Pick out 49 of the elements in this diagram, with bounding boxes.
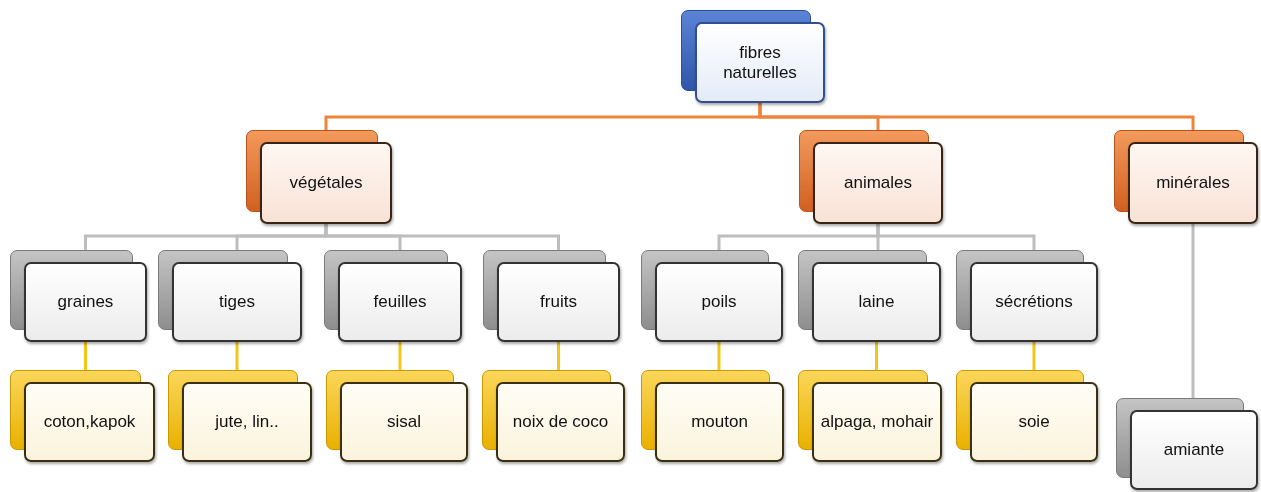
- node-label: végétales: [289, 173, 363, 193]
- stacked-box: [1114, 130, 1258, 224]
- node-label: minérales: [1156, 173, 1230, 193]
- node-label: sécrétions: [995, 292, 1073, 312]
- stacked-box: [798, 250, 941, 342]
- node-label: fibres naturelles: [722, 42, 798, 83]
- node-label: feuilles: [373, 292, 427, 312]
- node-label: graines: [57, 292, 114, 312]
- node-label: poils: [701, 292, 737, 312]
- connector-line: [876, 224, 1036, 250]
- node-label: laine: [858, 292, 895, 312]
- connector-line: [235, 342, 239, 370]
- stacked-box: [10, 250, 147, 342]
- stacked-box: [10, 370, 155, 462]
- stacked-box: [799, 130, 943, 224]
- stacked-box: [956, 370, 1098, 462]
- stacked-box: [168, 370, 312, 462]
- stacked-box: [956, 250, 1098, 342]
- node-label: animales: [843, 173, 912, 193]
- connector-line: [758, 103, 1195, 130]
- stacked-box: [158, 250, 302, 342]
- stacked-box: [681, 10, 825, 103]
- connector-line: [84, 342, 87, 370]
- stacked-box: [324, 250, 462, 342]
- node-label: coton,kapok: [43, 412, 136, 432]
- connector-line: [875, 342, 878, 370]
- node-label: jute, lin..: [215, 412, 279, 432]
- stacked-box: [641, 370, 784, 462]
- connector-line: [557, 342, 560, 370]
- node-label: alpaga, mohair: [820, 412, 934, 432]
- node-label: soie: [1018, 412, 1050, 432]
- stacked-box: [246, 130, 392, 224]
- connector-line: [398, 342, 402, 370]
- node-label: fruits: [540, 292, 577, 312]
- stacked-box: [482, 370, 625, 462]
- stacked-box: [326, 370, 468, 462]
- connector-line: [1191, 224, 1195, 398]
- node-label: amiante: [1163, 440, 1225, 460]
- stacked-box: [798, 370, 942, 462]
- connector-line: [324, 224, 560, 250]
- node-label: noix de coco: [512, 412, 609, 432]
- connector-line: [717, 342, 721, 370]
- connector-line: [1032, 342, 1036, 370]
- node-label: sisal: [387, 412, 421, 432]
- node-label: tiges: [219, 292, 255, 312]
- stacked-box: [641, 250, 783, 342]
- node-label: mouton: [691, 412, 748, 432]
- stacked-box: [483, 250, 620, 342]
- stacked-box: [1116, 398, 1258, 490]
